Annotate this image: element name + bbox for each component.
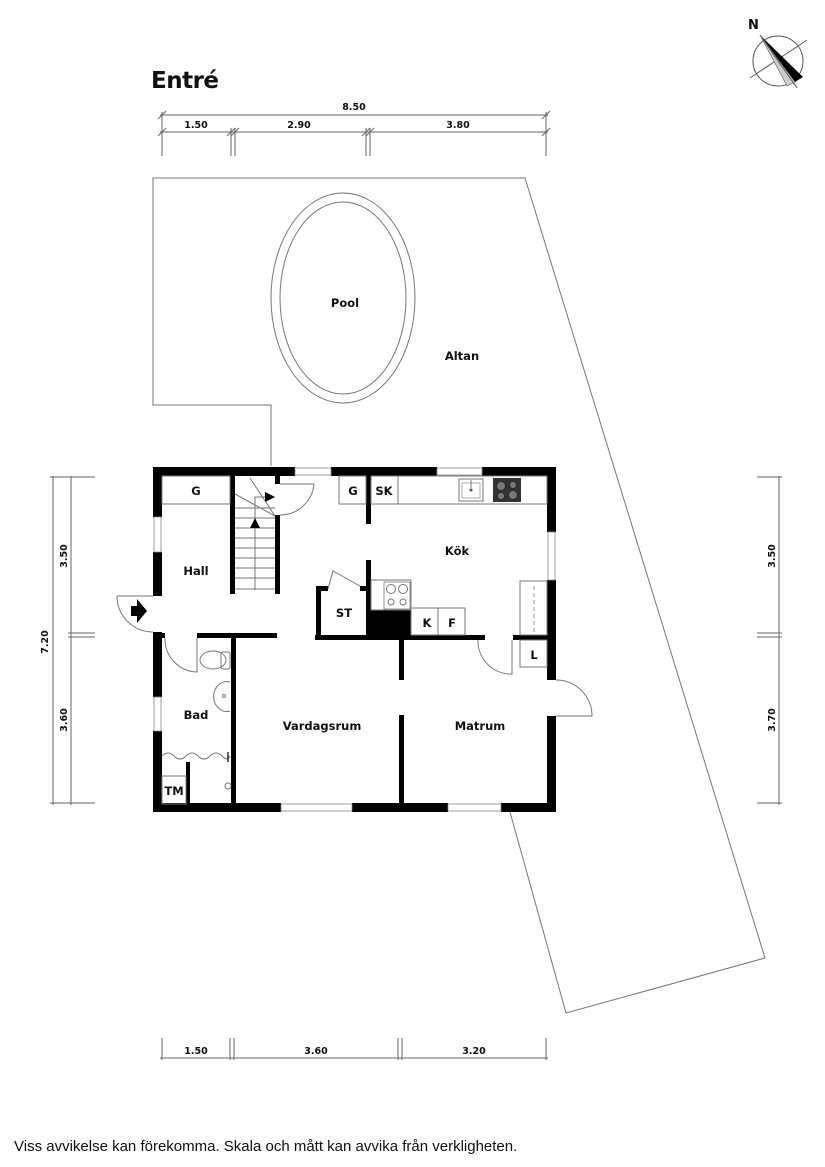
- left-dimensions: 7.20 3.50 3.60: [40, 476, 95, 805]
- outer-walls: [153, 467, 556, 812]
- closet-hall: G: [161, 475, 231, 505]
- entrance-arrow-icon: [131, 599, 147, 623]
- dim-bottom-3: 3.20: [462, 1046, 486, 1057]
- fixture-label-g-kitchen: G: [348, 484, 357, 498]
- room-label-vardagsrum: Vardagsrum: [283, 719, 362, 733]
- dim-right-1: 3.50: [767, 544, 778, 568]
- windows: [153, 467, 556, 812]
- cooktop-icon: [493, 478, 521, 502]
- dim-right-2: 3.70: [767, 708, 778, 732]
- dim-bottom-2: 3.60: [304, 1046, 328, 1057]
- right-dimensions: 3.50 3.70: [757, 476, 782, 805]
- floor-title: Entré: [151, 68, 219, 94]
- room-label-hall: Hall: [183, 564, 208, 578]
- dim-bottom-1: 1.50: [184, 1046, 208, 1057]
- interior-walls: [153, 476, 548, 811]
- compass-north-label: N: [748, 18, 759, 33]
- compass-icon: N: [748, 18, 808, 89]
- washbasin-icon: [213, 681, 231, 712]
- dim-top-total: 8.50: [342, 102, 366, 113]
- room-label-st: ST: [336, 606, 352, 620]
- staircase: [234, 477, 276, 590]
- disclaimer-text: Viss avvikelse kan förekomma. Skala och …: [14, 1138, 518, 1155]
- room-label-bad: Bad: [184, 708, 209, 722]
- room-label-kok: Kök: [445, 544, 470, 558]
- toilet-icon: [199, 650, 231, 670]
- shower-head-icon: [224, 782, 232, 790]
- fixture-label-g-hall: G: [191, 484, 200, 498]
- bathroom-fixtures: TM: [161, 650, 232, 805]
- dim-top-3: 3.80: [446, 120, 470, 131]
- fixture-label-tm: TM: [164, 784, 183, 798]
- dim-top-2: 2.90: [287, 120, 311, 131]
- top-dimensions: 8.50 1.50 2.90 3.80: [157, 102, 551, 156]
- room-label-altan: Altan: [445, 349, 479, 363]
- fixture-label-f: F: [448, 616, 456, 630]
- terrace-outline: [152, 177, 766, 1014]
- room-label-matrum: Matrum: [455, 719, 506, 733]
- bottom-dimensions: 1.50 3.60 3.20: [160, 1038, 548, 1060]
- shower-curtain-icon: [161, 752, 231, 760]
- doors: [116, 483, 593, 717]
- room-label-pool: Pool: [331, 296, 359, 310]
- dim-left-total: 7.20: [40, 630, 51, 654]
- dim-left-2: 3.60: [59, 708, 70, 732]
- fixture-label-sk: SK: [375, 484, 393, 498]
- kitchen-counter: G SK K F: [338, 475, 548, 668]
- dim-left-1: 3.50: [59, 544, 70, 568]
- fixture-label-l: L: [530, 648, 538, 662]
- fixture-label-k: K: [423, 616, 433, 630]
- dim-top-1: 1.50: [184, 120, 208, 131]
- stove-icon: [383, 581, 411, 610]
- pool: Pool: [270, 192, 416, 404]
